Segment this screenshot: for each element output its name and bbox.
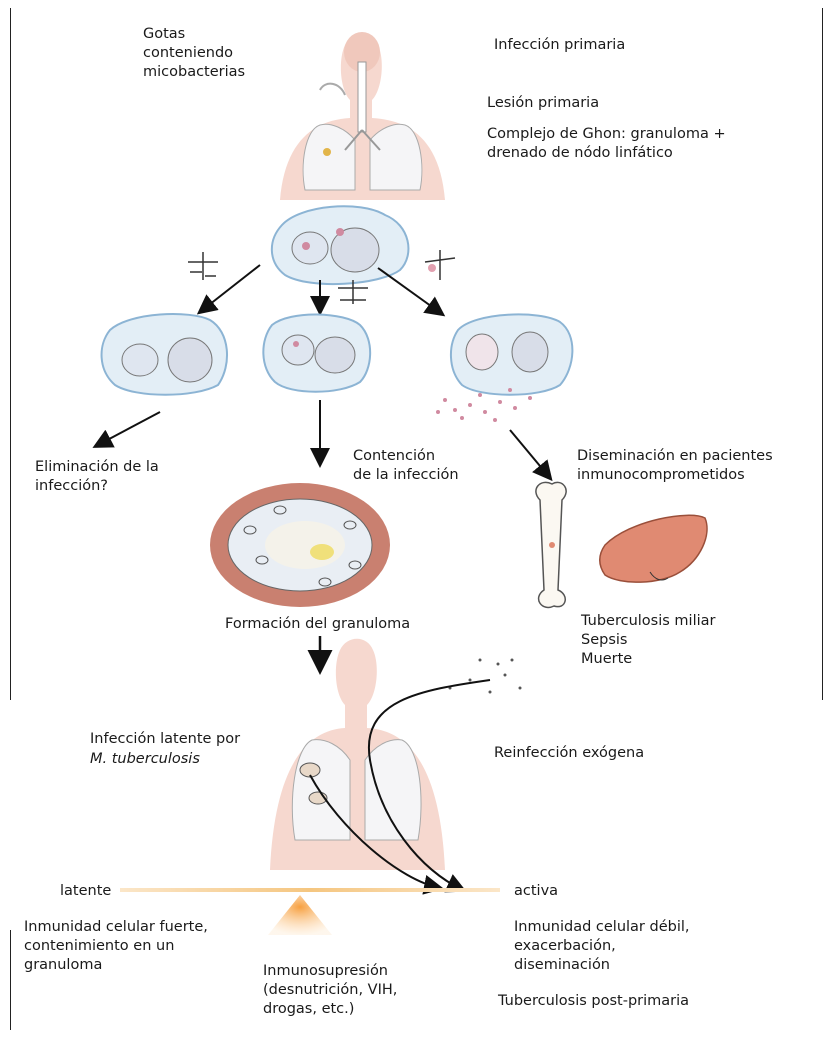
granuloma-ring bbox=[210, 483, 390, 607]
label-granuloma-formation: Formación del granuloma bbox=[225, 615, 410, 634]
reinfection-droplets bbox=[449, 659, 522, 694]
liver-illustration bbox=[600, 515, 707, 582]
right-cell-burst bbox=[436, 314, 572, 422]
label-elimination: Eliminación de la infección? bbox=[35, 458, 159, 496]
balance-bar bbox=[120, 888, 500, 892]
label-droplets: Gotas conteniendo micobacterias bbox=[143, 25, 245, 82]
label-weak-immunity: Inmunidad celular débil, exacerbación, d… bbox=[514, 918, 690, 975]
label-containment: Contención de la infección bbox=[353, 447, 459, 485]
label-latent: latente bbox=[60, 882, 111, 901]
label-miliary-outcomes: Tuberculosis miliar Sepsis Muerte bbox=[581, 612, 715, 669]
label-mycobacterium-name: M. tuberculosis bbox=[90, 750, 200, 769]
label-active: activa bbox=[514, 882, 558, 901]
label-reinfection: Reinfección exógena bbox=[494, 744, 644, 763]
top-cell-cluster bbox=[272, 206, 409, 284]
label-ghon-complex: Complejo de Ghon: granuloma + drenado de… bbox=[487, 125, 726, 163]
left-cell bbox=[102, 314, 227, 395]
label-post-primary: Tuberculosis post-primaria bbox=[498, 992, 689, 1011]
label-dissemination: Diseminación en pacientes inmunocomprome… bbox=[577, 447, 773, 485]
label-strong-immunity: Inmunidad celular fuerte, contenimiento … bbox=[24, 918, 208, 975]
label-immunosuppression: Inmunosupresión (desnutrición, VIH, drog… bbox=[263, 962, 397, 1019]
label-latent-infection: Infección latente por bbox=[90, 730, 240, 749]
middle-cell bbox=[263, 314, 370, 391]
fulcrum bbox=[268, 895, 332, 935]
top-torso-figure bbox=[280, 32, 445, 200]
label-primary-lesion: Lesión primaria bbox=[487, 94, 599, 113]
bone-illustration bbox=[536, 482, 566, 607]
label-primary-infection: Infección primaria bbox=[494, 36, 625, 55]
